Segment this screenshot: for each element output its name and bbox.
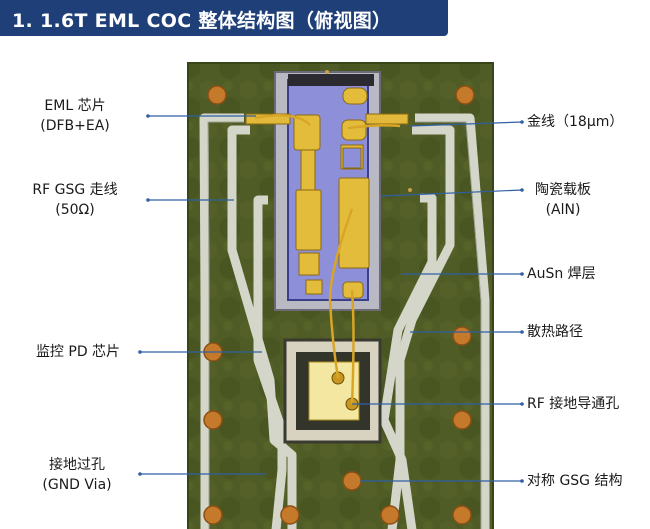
trace-left-inner <box>253 195 287 529</box>
trace-right-inner <box>379 193 437 529</box>
title-bar: 1. 1.6T EML COC 整体结构图（俯视图） <box>0 0 448 36</box>
label-symmetric-gsg: 对称 GSG 结构 <box>527 473 623 489</box>
label-ausn-solder: AuSn 焊层 <box>527 266 596 282</box>
label-eml-chip: EML 芯片 (DFB+EA) <box>40 98 110 134</box>
chip-top-frame <box>288 74 374 86</box>
small-marks <box>325 70 412 192</box>
leader-dots <box>138 114 524 483</box>
label-gold-wire: 金线（18μm） <box>527 114 624 130</box>
label-ground-via: 接地过孔 (GND Via) <box>42 457 112 493</box>
right-tab <box>365 113 409 125</box>
trace-left-mid <box>227 125 297 529</box>
label-monitor-pd: 监控 PD 芯片 <box>35 344 121 360</box>
trace-right-outer <box>415 113 490 529</box>
label-ceramic-submount: 陶瓷载板 (AlN) <box>535 182 591 218</box>
leader-lines <box>140 115 523 482</box>
label-rf-gsg-trace: RF GSG 走线 (50Ω) <box>32 182 118 218</box>
left-tab <box>245 113 291 125</box>
monitor-window <box>342 147 362 169</box>
label-rf-ground-via: RF 接地导通孔 <box>527 396 620 412</box>
label-heat-path: 散热路径 <box>527 324 583 340</box>
page-title: 1. 1.6T EML COC 整体结构图（俯视图） <box>12 10 392 32</box>
gold-wires <box>254 113 401 405</box>
monitor-pd-chip <box>308 361 360 421</box>
